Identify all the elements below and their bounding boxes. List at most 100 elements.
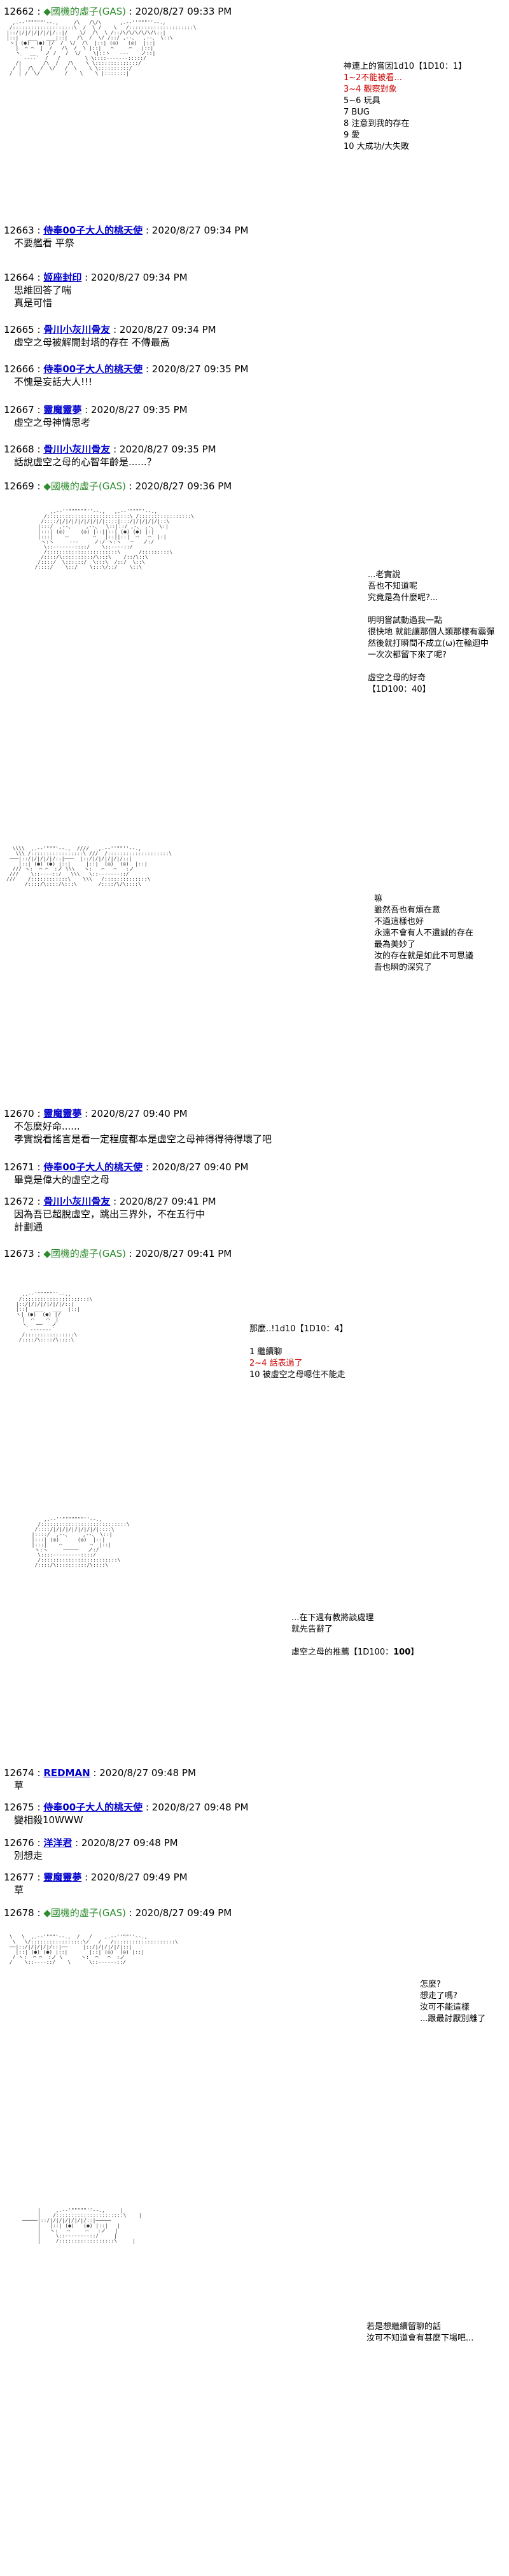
post-date: 2020/8/27 09:33 PM — [135, 6, 232, 17]
post-date: 2020/8/27 09:34 PM — [119, 324, 216, 335]
post-date: 2020/8/27 09:34 PM — [151, 225, 249, 236]
post-number[interactable]: 12666 — [4, 363, 34, 375]
poster-name[interactable]: 洋洋君 — [43, 1837, 73, 1849]
post-12665: 12665 : 骨川小灰川骨友 : 2020/8/27 09:34 PM 虛空之… — [4, 323, 500, 349]
ascii-art: ,.-‐''"""""""''‐-., /:::::::::::::::::::… — [31, 1517, 130, 1568]
post-number[interactable]: 12676 — [4, 1837, 34, 1849]
post-date: 2020/8/27 09:49 PM — [135, 1907, 232, 1919]
ascii-art: \ \ ,.-‐'"""'‐-., / / ,.-‐''""''‐-., \ \… — [9, 1935, 178, 1965]
post-12672: 12672 : 骨川小灰川骨友 : 2020/8/27 09:41 PM 因為吾… — [4, 1195, 500, 1233]
dialogue-text: ...在下週有教將談處理 就先告辭了 虛空之母的推薦【1D100：100】 — [291, 1613, 419, 1658]
post-body: 別想走 — [14, 1850, 43, 1861]
post-12676: 12676 : 洋洋君 : 2020/8/27 09:48 PM 別想走 — [4, 1837, 500, 1862]
post-date: 2020/8/27 09:48 PM — [81, 1837, 178, 1849]
post-body: 話說虛空之母的心智年齡是......？ — [14, 456, 157, 468]
post-body: 虛空之母被解開封塔的存在 不傳最高 — [14, 337, 170, 348]
post-number[interactable]: 12669 — [4, 480, 34, 492]
dice-highlight: 2~4 話表過了 — [249, 1359, 303, 1368]
post-number[interactable]: 12678 — [4, 1907, 34, 1919]
dialogue-text: 怎麼? 想走了嗎? 汝可不能這樣 ...跟最討厭別離了 — [420, 1980, 486, 2024]
post-date: 2020/8/27 09:35 PM — [151, 363, 249, 375]
ascii-art: ,.-‐'"""""''‐-., /::::::::::::::::::::::… — [15, 1292, 93, 1343]
post-body: 畢竟是偉大的虛空之母 — [14, 1174, 110, 1186]
poster-name[interactable]: 骨川小灰川骨友 — [43, 444, 111, 455]
dice-panel: 那麼..!1d10【1D10：4】 1 繼續聊 2~4 話表過了 10 被虛空之… — [249, 1324, 348, 1381]
post-number[interactable]: 12674 — [4, 1767, 34, 1779]
post-12671: 12671 : 侍奉00子大人的桃天使 : 2020/8/27 09:40 PM… — [4, 1161, 500, 1186]
ascii-art: ,.-‐'"""""'‐-., /\ /\/\ ,.-‐''"""''‐-., … — [6, 20, 197, 76]
post-date: 2020/8/27 09:41 PM — [119, 1196, 216, 1207]
dialogue-end: 】 — [410, 1648, 419, 1657]
poster-name[interactable]: 姬座封印 — [43, 272, 82, 283]
poster-name[interactable]: ◆國機的虛子(GAS) — [43, 1248, 126, 1259]
dice-title: 神連上的嘗因1d10【1D10：1】 — [344, 62, 467, 71]
poster-name[interactable]: ◆國機的虛子(GAS) — [43, 480, 126, 492]
post-body: 不怎麼好命...... 孝實說看謠言是看一定程度都本是虛空之母神得得待得壞了吧 — [14, 1121, 272, 1145]
post-12670: 12670 : 靈魔靈夢 : 2020/8/27 09:40 PM 不怎麼好命.… — [4, 1107, 500, 1145]
post-12664: 12664 : 姬座封印 : 2020/8/27 09:34 PM 思維回答了喘… — [4, 271, 500, 309]
post-12675: 12675 : 侍奉00子大人的桃天使 : 2020/8/27 09:48 PM… — [4, 1801, 500, 1826]
post-date: 2020/8/27 09:49 PM — [90, 1872, 188, 1883]
post-number[interactable]: 12665 — [4, 324, 34, 335]
poster-name[interactable]: 侍奉00子大人的桃天使 — [43, 363, 143, 375]
post-date: 2020/8/27 09:48 PM — [99, 1767, 196, 1779]
post-number[interactable]: 12673 — [4, 1248, 34, 1259]
dice-option: 10 被虛空之母嗯住不能走 — [249, 1370, 345, 1380]
post-number[interactable]: 12671 — [4, 1161, 34, 1173]
poster-name[interactable]: ◆國機的虛子(GAS) — [43, 6, 126, 17]
ascii-art: ,.-‐''""""""''‐-., ,.-‐'""""'‐-., /:::::… — [34, 509, 194, 570]
dialogue-text: ...老實說 吾也不知道呢 究竟是為什麼呢?... 明明嘗試動過我一點 很快地 … — [368, 570, 495, 694]
poster-name[interactable]: 侍奉00子大人的桃天使 — [43, 225, 143, 236]
post-body: 虛空之母神情思考 — [14, 417, 91, 428]
dialogue-line: ...在下週有教將談處理 就先告辭了 虛空之母的推薦【1D100： — [291, 1613, 394, 1657]
post-12666: 12666 : 侍奉00子大人的桃天使 : 2020/8/27 09:35 PM… — [4, 363, 500, 388]
post-number[interactable]: 12672 — [4, 1196, 34, 1207]
post-date: 2020/8/27 09:40 PM — [90, 1108, 188, 1119]
post-number[interactable]: 12677 — [4, 1872, 34, 1883]
post-12673: 12673 : ◆國機的虛子(GAS) : 2020/8/27 09:41 PM — [4, 1248, 232, 1259]
dialogue-text: 嘛 雖然吾也有煩在意 不過這樣也好 永遠不會有人不遺誠的存在 最為美妙了 汝的存… — [374, 894, 474, 972]
poster-name[interactable]: REDMAN — [43, 1767, 90, 1779]
post-body: 不愧是妄話大人!!! — [14, 376, 93, 388]
post-12668: 12668 : 骨川小灰川骨友 : 2020/8/27 09:35 PM 話說虛… — [4, 443, 500, 468]
post-number[interactable]: 12664 — [4, 272, 34, 283]
poster-name[interactable]: 骨川小灰川骨友 — [43, 1196, 111, 1207]
dice-option: 1 繼續聊 — [249, 1347, 282, 1357]
post-number[interactable]: 12668 — [4, 444, 34, 455]
post-date: 2020/8/27 09:41 PM — [135, 1248, 232, 1259]
post-date: 2020/8/27 09:35 PM — [119, 444, 216, 455]
post-12669: 12669 : ◆國機的虛子(GAS) : 2020/8/27 09:36 PM — [4, 480, 232, 492]
post-date: 2020/8/27 09:34 PM — [90, 272, 188, 283]
poster-name[interactable]: 侍奉00子大人的桃天使 — [43, 1161, 143, 1173]
post-date: 2020/8/27 09:48 PM — [151, 1802, 249, 1813]
post-body: 草 — [14, 1780, 24, 1791]
post-12674: 12674 : REDMAN : 2020/8/27 09:48 PM 草 — [4, 1767, 500, 1792]
post-body: 思維回答了喘 真是可惜 — [14, 284, 72, 309]
post-number[interactable]: 12675 — [4, 1802, 34, 1813]
post-12667: 12667 : 靈魔靈夢 : 2020/8/27 09:35 PM 虛空之母神情… — [4, 403, 500, 429]
post-date: 2020/8/27 09:36 PM — [135, 480, 232, 492]
post-12662: 12662 : ◆國機的虛子(GAS) : 2020/8/27 09:33 PM — [4, 5, 500, 18]
dialogue-text: 若是想繼續留聊的話 汝可不知道會有甚麼下場吧... — [366, 2322, 474, 2343]
dice-panel: 神連上的嘗因1d10【1D10：1】 1~2不能被看... 3~4 觀察對象 5… — [344, 61, 466, 153]
post-12677: 12677 : 靈魔靈夢 : 2020/8/27 09:49 PM 草 — [4, 1871, 500, 1896]
poster-name[interactable]: 靈魔靈夢 — [43, 404, 82, 416]
poster-name[interactable]: 靈魔靈夢 — [43, 1872, 82, 1883]
poster-name[interactable]: 骨川小灰川骨友 — [43, 324, 111, 335]
post-12678: 12678 : ◆國機的虛子(GAS) : 2020/8/27 09:49 PM — [4, 1907, 232, 1919]
post-number[interactable]: 12667 — [4, 404, 34, 416]
poster-name[interactable]: 靈魔靈夢 — [43, 1108, 82, 1119]
post-body: 不要艦看 平祭 — [14, 237, 74, 249]
post-number[interactable]: 12663 — [4, 225, 34, 236]
ascii-art: \\\\ ,.-‐'"""'‐-., //// ,.-‐''""''‐-., \… — [6, 846, 172, 887]
post-12663: 12663 : 侍奉00子大人的桃天使 : 2020/8/27 09:34 PM… — [4, 224, 500, 249]
dice-highlight: 1~2不能被看... 3~4 觀察對象 — [344, 73, 402, 94]
poster-name[interactable]: 侍奉00子大人的桃天使 — [43, 1802, 143, 1813]
dice-title: 那麼..!1d10【1D10：4】 — [249, 1324, 348, 1334]
poster-name[interactable]: ◆國機的虛子(GAS) — [43, 1907, 126, 1919]
post-date: 2020/8/27 09:35 PM — [90, 404, 188, 416]
post-body: 變相殺10WWW — [14, 1814, 83, 1826]
post-date: 2020/8/27 09:40 PM — [151, 1161, 249, 1173]
post-number[interactable]: 12670 — [4, 1108, 34, 1119]
post-number[interactable]: 12662 — [4, 6, 34, 17]
